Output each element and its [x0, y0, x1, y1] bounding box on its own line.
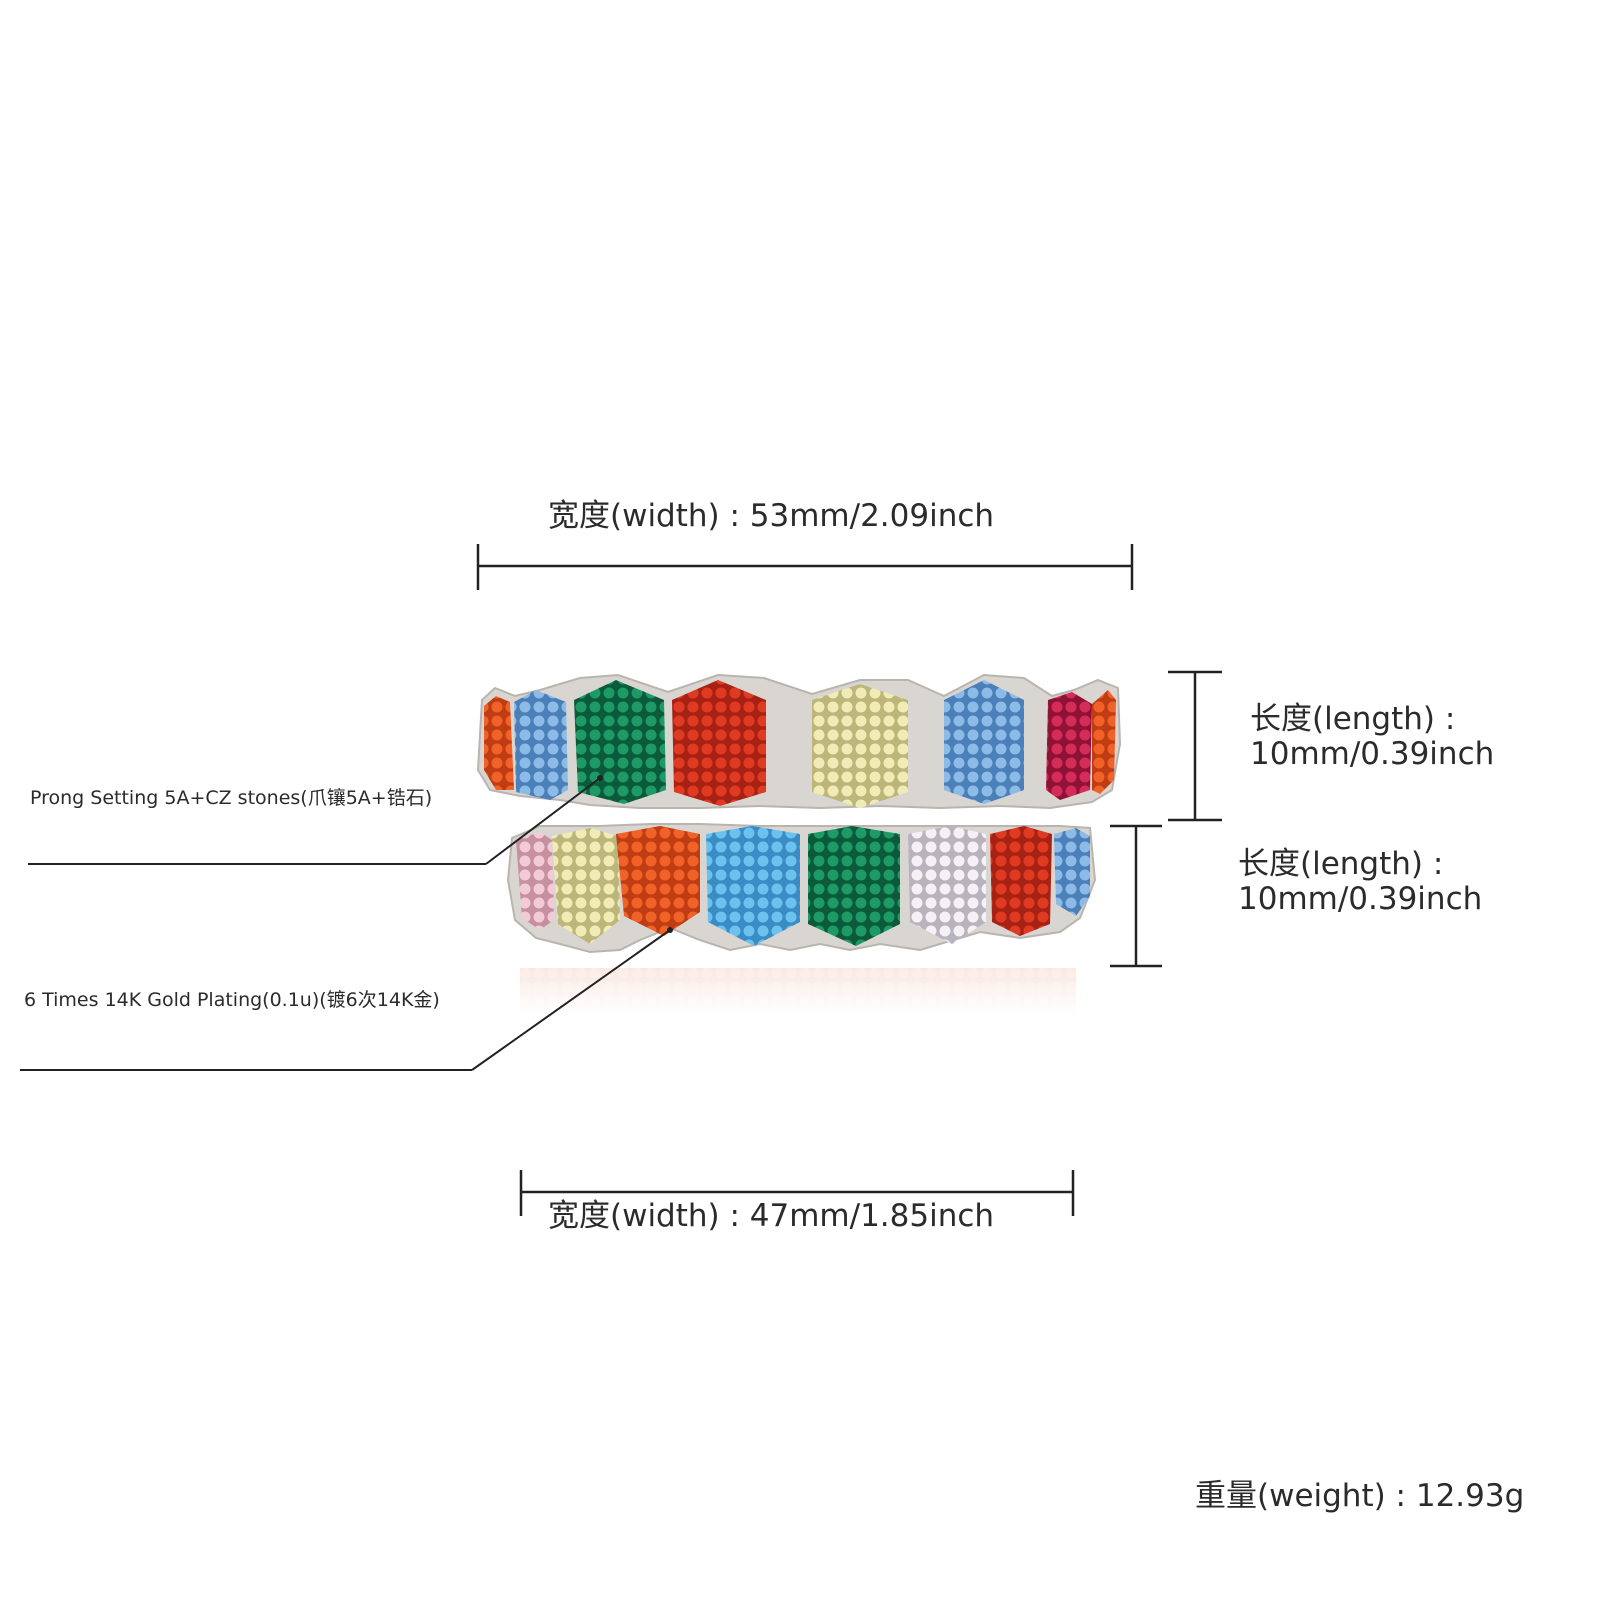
top-length-label: 长度(length) :: [1250, 701, 1456, 737]
prong-callout-leader: [28, 775, 603, 865]
weight-label: 重量(weight) : 12.93g: [1195, 1478, 1525, 1514]
top-length-value: 10mm/0.39inch: [1250, 736, 1495, 772]
grill-reflection: [520, 968, 1076, 1014]
bottom-length-dimension: [1110, 824, 1162, 968]
bottom-grill: [506, 823, 1097, 954]
bottom-length-value: 10mm/0.39inch: [1238, 881, 1483, 917]
bottom-width-label: 宽度(width) : 47mm/1.85inch: [548, 1198, 995, 1234]
top-width-dimension: [476, 544, 1134, 590]
top-length-dimension: [1168, 670, 1222, 822]
top-grill: [476, 673, 1122, 810]
bottom-length-label: 长度(length) :: [1238, 846, 1444, 882]
prong-setting-callout: Prong Setting 5A+CZ stones(爪镶5A+锆石): [30, 787, 433, 809]
plating-callout-leader: [20, 927, 673, 1071]
gold-plating-callout: 6 Times 14K Gold Plating(0.1u)(镀6次14K金): [24, 989, 440, 1011]
bottom-width-dimension: [519, 1170, 1075, 1216]
top-width-label: 宽度(width) : 53mm/2.09inch: [548, 498, 995, 534]
